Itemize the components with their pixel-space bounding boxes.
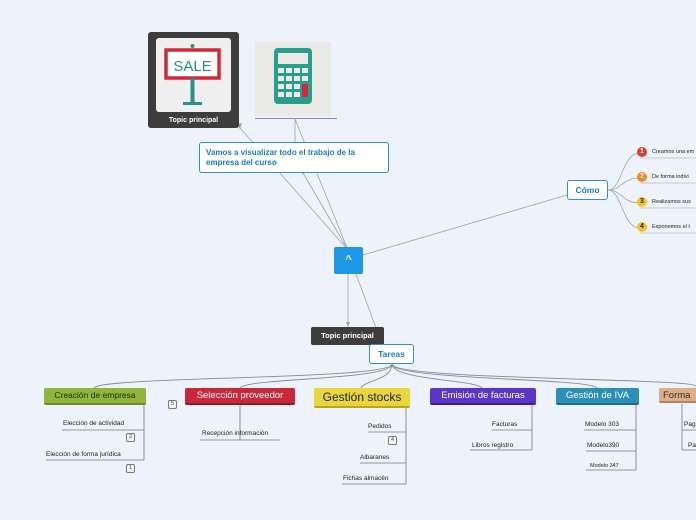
leaf-modelo-303[interactable]: Modelo 303 — [585, 421, 619, 428]
leaf-eleccion-actividad[interactable]: Elección de actividad — [63, 420, 125, 427]
leaf-pedidos[interactable]: Pedidos — [368, 423, 392, 430]
collapsed-count-badge[interactable]: 2 — [126, 433, 135, 442]
sale-sign-image: SALE — [156, 38, 231, 112]
collapsed-count-badge[interactable]: 5 — [168, 400, 177, 409]
leaf-fichas-almacen[interactable]: Fichas almacén — [343, 475, 389, 482]
collapsed-count-badge[interactable]: 1 — [126, 464, 135, 473]
leaf-pa[interactable]: Pa — [688, 442, 696, 449]
leaf-albaranes[interactable]: Albaranes — [360, 454, 390, 461]
leaf-eleccion-forma-juridica[interactable]: Elección de forma jurídica — [46, 451, 121, 458]
sale-sign-text: SALE — [173, 58, 211, 75]
branch-gestion-stocks[interactable]: Gestión stocks — [314, 388, 410, 408]
como-node[interactable]: Cómo — [567, 180, 608, 200]
topic-principal-node[interactable]: Topic principal — [311, 327, 384, 345]
central-topic-node[interactable]: ^ — [334, 247, 363, 274]
branch-gestion-iva[interactable]: Gestión de IVA — [556, 388, 639, 405]
leaf-modelo-390[interactable]: Modelo390 — [587, 442, 620, 449]
sale-sign-icon: SALE — [164, 44, 221, 105]
number-4-icon: 4 — [637, 222, 647, 232]
branch-creacion-empresa[interactable]: Creación de empresa — [44, 388, 146, 405]
leaf-modelo-347[interactable]: Modelo 347 — [590, 463, 619, 469]
como-item-text: Exponemos el t — [652, 224, 690, 230]
calculator-icon — [274, 48, 312, 104]
como-item-text: De forma indivi — [652, 174, 689, 180]
branch-emision-facturas[interactable]: Emisión de facturas — [430, 388, 536, 405]
calculator-card[interactable] — [255, 42, 331, 116]
number-2-icon: 2 — [637, 172, 647, 182]
tareas-node[interactable]: Tareas — [369, 344, 414, 364]
branch-seleccion-proveedor[interactable]: Selección proveedor — [185, 388, 295, 405]
como-item-text: Creamos una em — [652, 149, 695, 155]
number-3-icon: 3 — [637, 197, 647, 207]
leaf-facturas[interactable]: Facturas — [492, 421, 518, 428]
sale-topic-card[interactable]: SALE Topic principal — [148, 32, 239, 128]
branch-forma[interactable]: Forma — [659, 388, 696, 403]
collapsed-count-badge[interactable]: 4 — [388, 436, 397, 445]
leaf-libros-registro[interactable]: Libros registro — [472, 442, 514, 449]
leaf-recepcion-informacion[interactable]: Recepción información — [202, 430, 269, 437]
como-item-text: Realizamos sus — [652, 199, 691, 205]
number-1-icon: 1 — [637, 147, 647, 157]
sale-card-title: Topic principal — [168, 117, 219, 124]
calculator-divider — [255, 118, 337, 119]
leaf-pag[interactable]: Pag — [684, 421, 696, 428]
callout-note[interactable]: Vamos a visualizar todo el trabajo de la… — [199, 142, 389, 173]
